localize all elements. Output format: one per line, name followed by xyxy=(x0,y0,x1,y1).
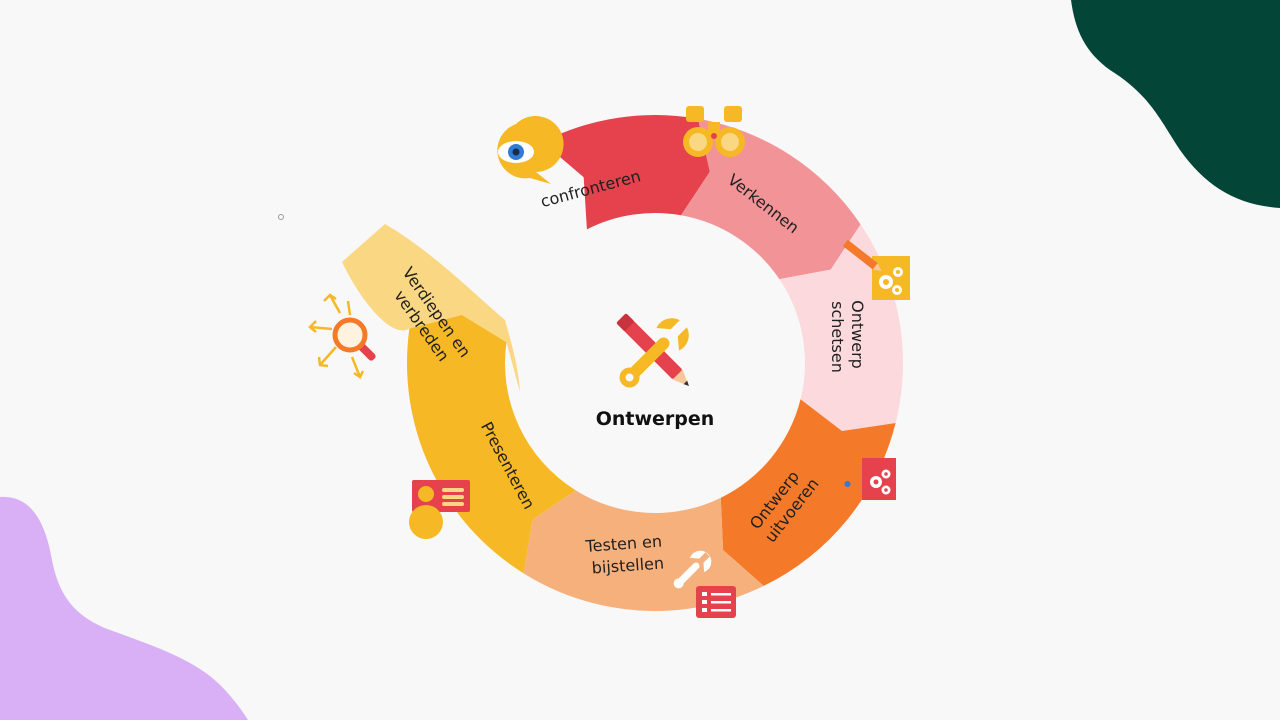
decorative-blob-bottom-left xyxy=(0,496,248,720)
decor-dot xyxy=(278,214,284,220)
eye-speech-bubble-icon xyxy=(497,116,564,184)
wrench-gears-icon xyxy=(836,434,896,500)
segment-verkennen xyxy=(681,118,861,280)
pencil-gears-icon xyxy=(842,239,910,300)
segment-confronteren xyxy=(542,114,710,230)
binoculars-icon xyxy=(683,106,745,157)
decorative-blob-top-right xyxy=(1071,0,1280,208)
wrench-checklist-icon xyxy=(673,550,736,618)
segment-testen-en-bijstellen xyxy=(523,490,764,611)
center-title: Ontwerpen xyxy=(596,408,715,430)
segment-presenteren xyxy=(407,314,576,574)
segment-label-ontwerp-schetsen: Ontwerp schetsen xyxy=(828,300,867,374)
presenter-card-icon xyxy=(409,480,470,539)
center-icon xyxy=(616,313,689,388)
segment-verdiepen-en-verbreden xyxy=(342,224,520,392)
magnifier-arrows-icon xyxy=(308,293,376,379)
